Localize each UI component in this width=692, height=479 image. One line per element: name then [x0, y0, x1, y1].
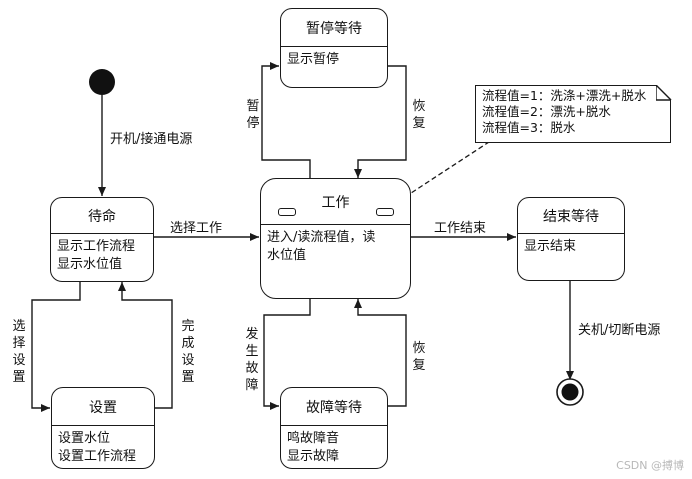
label-complete-settings: 完成设置 — [181, 319, 195, 385]
flow-value-note: 流程值=1：洗涤+漂洗+脱水 流程值=2：漂洗+脱水 流程值=3：脱水 — [475, 85, 671, 143]
state-title: 设置 — [52, 388, 154, 426]
state-body: 显示结束 — [524, 239, 577, 254]
edge-pause — [261, 62, 311, 178]
state-title: 故障等待 — [281, 388, 387, 426]
state-body: 显示工作流程 显示水位值 — [57, 239, 136, 272]
submachine-tab-right — [376, 208, 394, 216]
state-pause-wait: 暂停等待 显示暂停 — [280, 8, 388, 88]
state-fault-wait: 故障等待 鸣故障音 显示故障 — [280, 387, 388, 469]
edge-select-settings — [31, 281, 81, 412]
note-fold — [656, 85, 672, 101]
label-resume-bottom: 恢复 — [412, 341, 426, 373]
state-work: 工作 进入/读流程值，读 水位值 — [260, 178, 411, 299]
note-line: 流程值=3：脱水 — [482, 120, 576, 135]
label-select-settings: 选择设置 — [12, 319, 26, 385]
state-end-wait: 结束等待 显示结束 — [517, 197, 625, 281]
state-title: 工作 — [261, 179, 410, 225]
edge-fault-occurs — [263, 298, 311, 410]
state-settings: 设置 设置水位 设置工作流程 — [51, 387, 155, 469]
final-node-core — [561, 383, 579, 401]
note-line: 流程值=1：洗涤+漂洗+脱水 — [482, 88, 647, 103]
note-line: 流程值=2：漂洗+脱水 — [482, 104, 611, 119]
edge-resume-top — [354, 65, 407, 178]
edge-resume-bottom — [354, 299, 407, 407]
state-body: 显示暂停 — [287, 52, 340, 67]
note-connector — [404, 139, 493, 198]
state-title: 暂停等待 — [281, 9, 387, 47]
watermark: CSDN @搏博 — [616, 459, 684, 472]
state-title: 结束等待 — [518, 198, 624, 234]
state-title: 待命 — [51, 198, 153, 234]
label-power-off: 关机/切断电源 — [578, 323, 661, 338]
label-select-work: 选择工作 — [170, 221, 223, 236]
label-pause: 暂停 — [246, 99, 260, 131]
state-standby: 待命 显示工作流程 显示水位值 — [50, 197, 154, 282]
state-body: 设置水位 设置工作流程 — [58, 431, 137, 464]
label-fault-occurs: 发生故障 — [245, 327, 259, 393]
state-body: 进入/读流程值，读 水位值 — [267, 230, 376, 263]
submachine-tab-left — [278, 208, 296, 216]
edge-complete-settings — [118, 282, 173, 409]
initial-node — [89, 69, 115, 95]
label-power-on: 开机/接通电源 — [110, 132, 193, 147]
state-body: 鸣故障音 显示故障 — [287, 431, 340, 464]
label-resume-top: 恢复 — [412, 99, 426, 131]
label-work-end: 工作结束 — [434, 221, 487, 236]
